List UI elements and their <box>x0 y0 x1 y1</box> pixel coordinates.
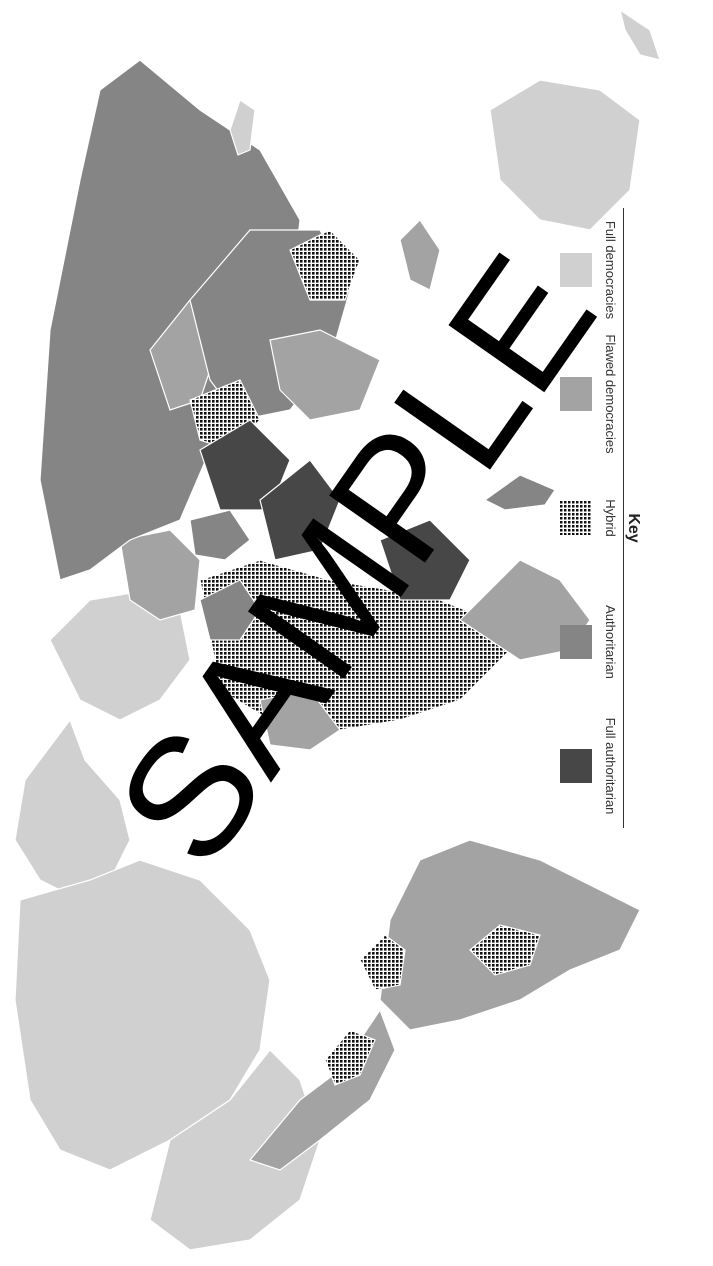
map-region-united-states <box>149 1049 321 1251</box>
legend-swatch-authoritarian <box>560 625 592 659</box>
map-region-indonesia <box>399 219 441 291</box>
map-region-eastern-europe <box>119 529 201 621</box>
legend-item-authoritarian: Authoritarian <box>554 580 620 704</box>
legend-label: Hybrid <box>603 499 618 537</box>
map-region-saudi-arabia <box>259 459 341 561</box>
map-region-australia <box>489 79 641 231</box>
map-region-south-africa <box>459 559 591 661</box>
map-region-canada <box>14 859 271 1171</box>
map-region-japan <box>229 99 256 156</box>
map-region-russia <box>39 59 301 581</box>
map-region-greenland <box>14 718 131 901</box>
legend-label: Authoritarian <box>603 605 618 679</box>
legend-divider <box>623 208 624 828</box>
map-region-turkey <box>189 509 251 561</box>
legend-swatch-hybrid <box>560 501 592 535</box>
map-region-north-africa <box>199 579 261 641</box>
map-region-europe <box>49 589 191 721</box>
map-region-west-africa <box>259 689 341 751</box>
legend-label: Full authoritarian <box>603 717 618 815</box>
legend-item-full-authoritarian: Full authoritarian <box>554 704 620 828</box>
map-region-new-zealand <box>619 8 661 61</box>
legend-title: Key <box>625 513 642 543</box>
map-region-venezuela <box>359 934 406 991</box>
legend-item-hybrid: Hybrid <box>554 456 620 580</box>
map-region-india <box>269 329 381 421</box>
map-region-madagascar <box>483 474 556 511</box>
legend-swatch-full-authoritarian <box>560 749 592 783</box>
map-region-central-africa <box>379 519 471 601</box>
map-region-bolivia <box>469 924 541 976</box>
map-region-southeast-asia <box>289 229 361 301</box>
map-region-central-america <box>324 1029 376 1086</box>
